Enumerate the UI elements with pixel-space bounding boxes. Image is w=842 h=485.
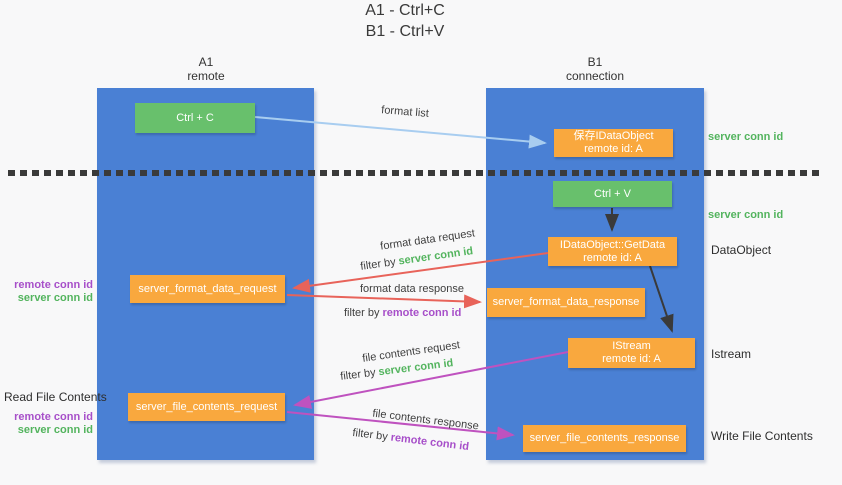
box-istream-line1: IStream (612, 340, 651, 352)
box-server-format-data-response: server_format_data_response (487, 288, 645, 317)
server-conn-id-text: server conn id (17, 424, 93, 436)
label-read-file-contents: Read File Contents (4, 390, 107, 404)
label-istream: Istream (711, 347, 752, 361)
lane-a1-subtitle: remote (187, 69, 225, 83)
box-format-response-label: server_format_data_response (492, 296, 640, 308)
box-server-file-contents-request: server_file_contents_request (128, 393, 285, 421)
box-ctrl-c-label: Ctrl + C (176, 111, 214, 124)
remote-conn-id-text: remote conn id (389, 431, 470, 454)
box-getdata-line2: remote id: A (583, 251, 642, 264)
box-file-request-label: server_file_contents_request (135, 400, 278, 413)
box-ctrl-c: Ctrl + C (135, 103, 255, 133)
diagram-title: A1 - Ctrl+C B1 - Ctrl+V (0, 0, 810, 42)
filter-by-text: filter by (351, 426, 389, 444)
box-ctrl-v: Ctrl + V (553, 181, 672, 207)
box-save-idataobject: 保存IDataObject remote id: A (554, 129, 673, 157)
box-format-request-label: server_format_data_request (138, 282, 277, 295)
box-istream: IStream remote id: A (568, 338, 695, 368)
box-idataobject-getdata: IDataObject::GetData remote id: A (548, 237, 677, 266)
label-filter-by-server-conn-id-1: filter byserver conn id (360, 245, 474, 274)
box-getdata-line1: IDataObject::GetData (559, 238, 666, 251)
label-server-conn-id-right: server conn id (708, 209, 784, 221)
box-ctrl-v-label: Ctrl + V (594, 187, 631, 200)
filter-by-text: filter by (344, 307, 380, 319)
box-server-format-data-request: server_format_data_request (130, 275, 285, 303)
label-file-contents-response: file contents response (371, 407, 480, 433)
filter-by-text: filter by (339, 366, 377, 383)
arrow-format-data-response (286, 294, 482, 309)
server-conn-id-text: server conn id (17, 292, 93, 304)
label-write-file-contents: Write File Contents (711, 429, 813, 443)
remote-conn-id-text: remote conn id (14, 279, 93, 291)
lane-header-b1: B1 connection (525, 55, 665, 83)
lane-b1-name: B1 (587, 55, 603, 69)
lane-header-a1: A1 remote (136, 55, 276, 83)
label-format-list: format list (380, 104, 430, 120)
title-line-copy: A1 - Ctrl+C (365, 2, 445, 19)
label-server-conn-id-top-right: server conn id (708, 131, 784, 143)
title-line-paste: B1 - Ctrl+V (365, 23, 445, 40)
box-server-file-contents-response: server_file_contents_response (523, 425, 686, 452)
lane-a1-name: A1 (198, 55, 214, 69)
remote-conn-id-text: remote conn id (14, 411, 93, 423)
filter-by-text: filter by (359, 256, 397, 273)
remote-conn-id-text: remote conn id (382, 307, 462, 319)
box-istream-line2: remote id: A (602, 353, 661, 365)
label-dataobject: DataObject (711, 243, 772, 257)
box-save-idataobject-line2: remote id: A (584, 143, 643, 155)
label-conn-ids-file: remote conn id server conn id (8, 411, 93, 437)
box-file-response-label: server_file_contents_response (529, 432, 680, 444)
box-save-idataobject-line1: 保存IDataObject (573, 130, 654, 142)
label-format-data-response: format data response (360, 283, 464, 295)
lane-b1-subtitle: connection (565, 69, 625, 83)
label-conn-ids-format: remote conn id server conn id (8, 279, 93, 305)
